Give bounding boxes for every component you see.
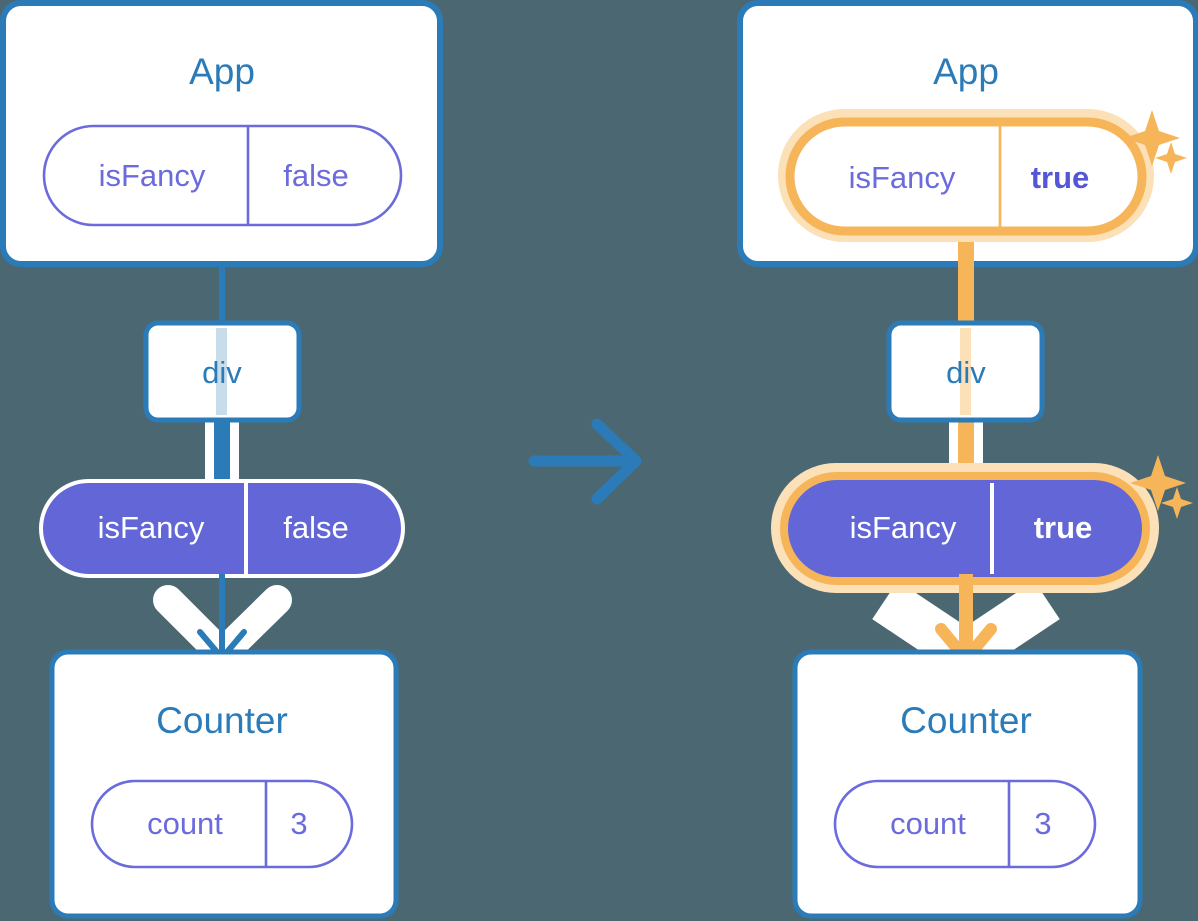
counter-state-pill-shape [833,779,1097,869]
app-card-title: App [933,51,999,92]
div-card-title: div [946,355,986,390]
app-state-pill-shape [42,124,403,227]
connector-div-to-pill-white-left [949,418,958,488]
div-card-title: div [202,355,242,390]
app-state-pill-shape [785,117,1147,236]
div-card-thread-overlay [216,328,227,415]
counter-card-title: Counter [156,700,288,741]
panel-after: App isFancy true div [737,0,1198,919]
connector-div-to-pill-white-right [230,418,239,488]
prop-pill-solid[interactable]: isFancy false [39,479,405,578]
counter-card-title: Counter [900,700,1032,741]
app-state-pill-value: true [1031,160,1090,195]
transition-arrow-right-icon [528,418,642,505]
counter-state-pill-value: 3 [290,806,307,841]
counter-state-pill[interactable]: count 3 [833,779,1097,869]
app-state-pill-name: isFancy [99,158,206,193]
counter-state-pill-value: 3 [1034,806,1051,841]
app-state-pill-name: isFancy [849,160,956,195]
app-card-title: App [189,51,255,92]
prop-pill-solid[interactable]: isFancy true [771,463,1159,593]
counter-state-pill-name: count [147,806,223,841]
prop-pill-solid-name: isFancy [850,510,957,545]
prop-pill-solid-value: false [283,510,348,545]
div-card-thread-overlay [960,328,971,415]
counter-state-pill-shape [90,779,354,869]
connector-div-to-pill-white-left [205,418,214,488]
connector-div-to-pill-blue [214,418,230,488]
sparkle-icon-app [1124,110,1187,174]
prop-pill-solid-name: isFancy [98,510,205,545]
app-state-pill[interactable]: isFancy false [42,124,403,227]
counter-state-pill-name: count [890,806,966,841]
counter-state-pill[interactable]: count 3 [90,779,354,869]
app-state-pill-value: false [283,158,348,193]
connector-div-to-pill-white-right [974,418,983,488]
panel-before: App isFancy false div isFancy false [0,0,443,919]
app-state-pill[interactable]: isFancy true [778,109,1154,242]
prop-pill-solid-value: true [1034,510,1093,545]
sparkle-icon-pill [1130,455,1193,519]
